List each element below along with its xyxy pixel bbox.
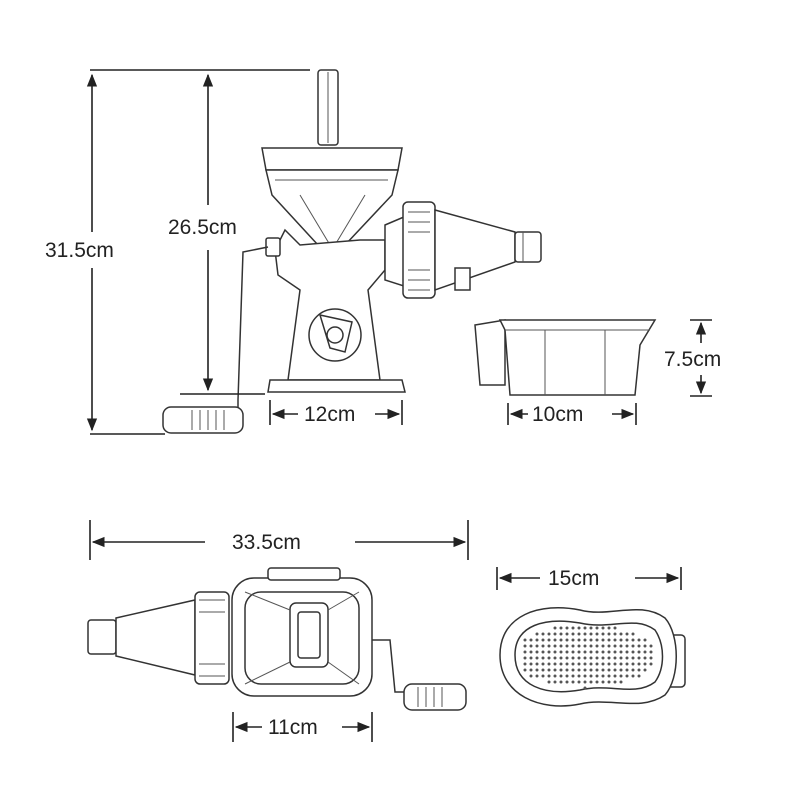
strainer-mesh: [523, 626, 653, 690]
dimension-lines: [86, 69, 712, 742]
juice-cup: [474, 319, 657, 396]
strainer-tray: [499, 607, 686, 707]
body-height-label: 26.5cm: [168, 216, 237, 239]
strainer-width-label: 15cm: [548, 567, 599, 590]
juicer-front-view: [162, 69, 542, 434]
cup-height-label: 7.5cm: [664, 348, 721, 371]
total-length-label: 33.5cm: [232, 531, 301, 554]
total-height-label: 31.5cm: [45, 239, 114, 262]
top-width-label: 11cm: [268, 716, 318, 739]
juicer-top-view: [87, 567, 467, 711]
base-width-label: 12cm: [304, 403, 355, 426]
cup-width-label: 10cm: [532, 403, 583, 426]
